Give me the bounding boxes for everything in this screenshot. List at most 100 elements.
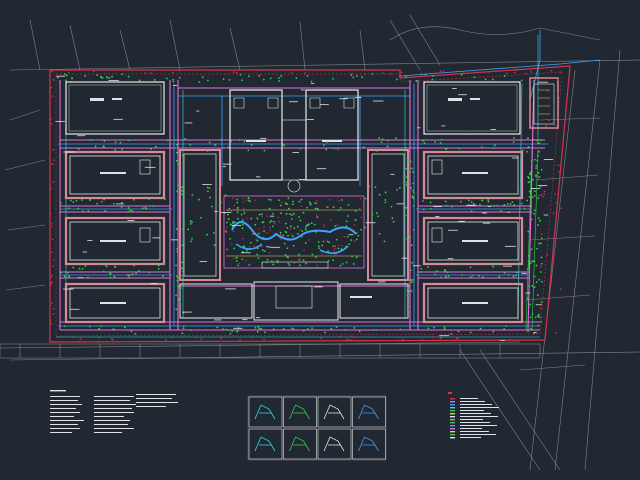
tree-point bbox=[535, 167, 538, 170]
tree-point bbox=[503, 74, 506, 77]
boundary-mark bbox=[540, 316, 542, 319]
courtyard-mark bbox=[355, 254, 358, 257]
tree-point bbox=[345, 220, 348, 223]
tree-point bbox=[103, 140, 106, 142]
tree-point bbox=[175, 159, 178, 162]
tree-point bbox=[300, 198, 303, 201]
tree-point bbox=[360, 139, 363, 141]
tree-point bbox=[386, 145, 389, 148]
tree-point bbox=[98, 327, 100, 330]
tree-point bbox=[209, 196, 211, 199]
tree-point bbox=[535, 164, 538, 167]
tree-point bbox=[355, 75, 358, 77]
dimension-text bbox=[171, 239, 179, 241]
tree-point bbox=[534, 316, 537, 319]
tree-point bbox=[478, 274, 480, 277]
detail-sketch bbox=[289, 436, 310, 452]
tree-point bbox=[299, 264, 302, 267]
courtyard-mark bbox=[266, 232, 268, 234]
courtyard-mark bbox=[225, 231, 228, 233]
tree-point bbox=[270, 219, 273, 222]
legend-symbol bbox=[450, 422, 455, 424]
tree-point bbox=[172, 78, 175, 81]
courtyard-mark bbox=[242, 201, 245, 203]
tree-point bbox=[181, 267, 183, 270]
tree-point bbox=[71, 77, 74, 80]
tree-point bbox=[392, 220, 395, 223]
tree-point bbox=[127, 276, 130, 279]
tree-point bbox=[208, 187, 211, 190]
dimension-text bbox=[144, 166, 156, 168]
tree-point bbox=[327, 250, 329, 253]
dimension-text bbox=[543, 214, 549, 216]
tree-point bbox=[65, 74, 68, 77]
tree-point bbox=[537, 217, 540, 219]
boundary-mark bbox=[547, 89, 549, 92]
tree-point bbox=[540, 242, 542, 245]
tree-point bbox=[178, 163, 180, 166]
tree-point bbox=[286, 255, 289, 258]
tree-point bbox=[531, 260, 534, 263]
tree-point bbox=[361, 76, 364, 79]
tree-point bbox=[271, 260, 273, 263]
tree-point bbox=[179, 193, 181, 196]
courtyard-mark bbox=[257, 228, 260, 230]
tree-point bbox=[245, 249, 248, 252]
dimension-text bbox=[242, 319, 248, 321]
legend-symbol bbox=[450, 416, 455, 418]
tree-point bbox=[446, 271, 449, 274]
tree-point bbox=[305, 225, 308, 227]
tree-point bbox=[261, 213, 263, 215]
tree-point bbox=[407, 159, 410, 162]
courtyard-mark bbox=[230, 210, 233, 212]
tree-point bbox=[315, 231, 317, 233]
tree-point bbox=[177, 298, 180, 301]
tree-point bbox=[88, 138, 91, 141]
tree-point bbox=[235, 257, 238, 259]
tree-point bbox=[236, 201, 239, 204]
boundary-mark bbox=[51, 226, 53, 228]
tree-point bbox=[227, 146, 230, 149]
courtyard-mark bbox=[245, 259, 247, 262]
dimension-text bbox=[543, 159, 554, 160]
annotation-marks bbox=[49, 69, 562, 341]
detail-sketch bbox=[323, 436, 345, 452]
tree-point bbox=[435, 270, 438, 273]
tree-point bbox=[135, 272, 138, 275]
dimension-text bbox=[126, 274, 132, 276]
tree-point bbox=[63, 73, 66, 76]
tree-point bbox=[410, 167, 413, 170]
tree-point bbox=[219, 201, 222, 204]
courtyard-mark bbox=[245, 199, 248, 201]
tree-point bbox=[480, 146, 483, 149]
tree-point bbox=[512, 275, 515, 278]
tree-point bbox=[236, 330, 239, 333]
tree-point bbox=[179, 287, 182, 290]
dimension-text bbox=[292, 152, 299, 153]
tree-point bbox=[426, 266, 429, 269]
tree-point bbox=[138, 269, 140, 272]
tree-point bbox=[105, 265, 108, 268]
boundary-mark bbox=[488, 71, 491, 73]
tree-point bbox=[405, 146, 408, 149]
tree-point bbox=[291, 327, 293, 330]
tree-point bbox=[272, 212, 274, 215]
dimension-text bbox=[269, 215, 275, 217]
boundary-mark bbox=[543, 193, 545, 195]
boundary-mark bbox=[51, 163, 54, 165]
tree-point bbox=[432, 326, 435, 329]
tree-point bbox=[229, 223, 232, 226]
tree-point bbox=[445, 148, 447, 151]
boundary-mark bbox=[514, 71, 516, 74]
tree-point bbox=[262, 221, 265, 223]
boundary-mark bbox=[558, 171, 560, 173]
tree-point bbox=[134, 333, 137, 335]
boundary-mark bbox=[431, 335, 433, 338]
courtyard-mark bbox=[293, 212, 295, 214]
courtyard-mark bbox=[254, 199, 256, 201]
tree-point bbox=[317, 208, 319, 211]
boundary-mark bbox=[439, 70, 442, 72]
dimension-text bbox=[289, 101, 298, 103]
tree-point bbox=[304, 242, 307, 244]
detail-sketch bbox=[289, 404, 310, 420]
